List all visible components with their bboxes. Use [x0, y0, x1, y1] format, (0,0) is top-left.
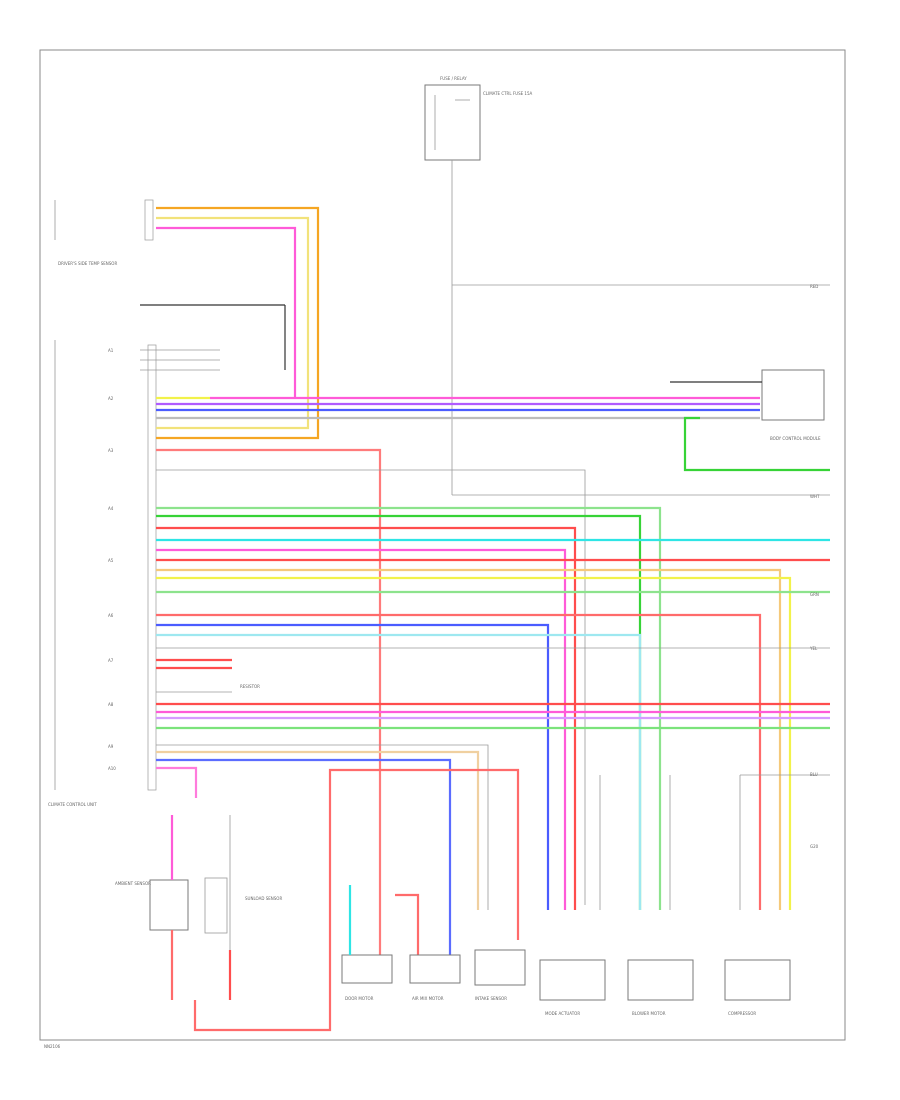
- intake-sensor-label: INTAKE SENSOR: [475, 996, 507, 1001]
- intake-sensor: INTAKE SENSOR: [474, 949, 526, 1001]
- wire-gray-21: [156, 744, 489, 910]
- wire-blue-23: [156, 758, 452, 955]
- wire-orange-7: [156, 568, 782, 910]
- mode-actuator: MODE ACTUATOR: [539, 959, 606, 1016]
- footer-code: NN2106: [44, 1044, 61, 1049]
- wire-red-10: [156, 613, 762, 910]
- wire-yellow-top: [156, 216, 310, 430]
- right-module-label: BODY CONTROL MODULE: [770, 436, 821, 441]
- wire-orange-top: [156, 206, 320, 440]
- ground-label: G20: [810, 844, 819, 849]
- door-motor: DOOR MOTOR: [341, 885, 393, 1001]
- pin-label-8: A8: [108, 702, 114, 707]
- ambient-sensor-label: AMBIENT SENSOR: [115, 881, 151, 886]
- diagram-frame: [39, 49, 846, 1041]
- wire-red-vertical: [156, 448, 382, 955]
- mini-switch: [140, 304, 286, 371]
- wire-red-3: [156, 526, 577, 910]
- wire-gray-mid: [156, 469, 586, 905]
- left-top-sensor: DRIVER'S SIDE TEMP SENSOR: [54, 199, 154, 266]
- pin-label-10: A10: [108, 766, 116, 771]
- wire-pink-5: [156, 548, 567, 910]
- ambient-sensor: AMBIENT SENSOR: [115, 815, 189, 1000]
- top-fuse-label: FUSE / RELAY: [440, 76, 467, 81]
- right-label-5: WHT: [810, 494, 820, 499]
- pin-label-1: A1: [108, 348, 114, 353]
- pin-label-7: A7: [108, 658, 114, 663]
- top-fuse-box: FUSE / RELAY CLIMATE CTRL FUSE 15A: [424, 76, 532, 161]
- mode-actuator-label: MODE ACTUATOR: [545, 1011, 580, 1016]
- compressor-label: COMPRESSOR: [728, 1011, 756, 1016]
- wire-lightgreen-1: [156, 506, 662, 910]
- wire-blue-11: [156, 623, 550, 910]
- wire-pink-24: [156, 766, 198, 798]
- wire-pink-top: [156, 226, 297, 398]
- wire-green-module: [683, 416, 830, 472]
- door-motor-label: DOOR MOTOR: [345, 996, 374, 1001]
- wire-yellow-8: [156, 576, 792, 910]
- pin-label-5: A5: [108, 558, 114, 563]
- right-label-1: GRN: [810, 592, 819, 597]
- main-unit-label: CLIMATE CONTROL UNIT: [48, 802, 97, 807]
- top-fuse-desc: CLIMATE CTRL FUSE 15A: [483, 91, 532, 96]
- pin-label-9: A9: [108, 744, 114, 749]
- pin-label-2: A2: [108, 396, 114, 401]
- air-mix-motor: AIR MIX MOTOR: [409, 954, 461, 1001]
- wire-red-loop: [193, 768, 520, 1032]
- pin-label-4: A4: [108, 506, 114, 511]
- sunload-sensor: SUNLOAD SENSOR: [204, 815, 282, 1000]
- main-unit: CLIMATE CONTROL UNIT: [48, 340, 157, 807]
- air-mix-motor-label: AIR MIX MOTOR: [412, 996, 444, 1001]
- sunload-sensor-label: SUNLOAD SENSOR: [245, 896, 282, 901]
- wire-red-loop2: [395, 893, 420, 955]
- wire-orange-22: [156, 750, 480, 910]
- right-label-2: YEL: [809, 646, 818, 651]
- blower-motor: BLOWER MOTOR: [627, 959, 694, 1016]
- compressor: COMPRESSOR: [724, 959, 791, 1016]
- pin-label-3: A3: [108, 448, 114, 453]
- blower-motor-label: BLOWER MOTOR: [632, 1011, 666, 1016]
- body-control-module: BODY CONTROL MODULE: [670, 369, 825, 441]
- right-label-4: RED: [810, 284, 818, 289]
- resistor-label: RESISTOR: [240, 684, 260, 689]
- right-label-3: BLU: [810, 772, 818, 777]
- pin-label-6: A6: [108, 613, 114, 618]
- wire-cyan-12: [156, 633, 642, 910]
- left-top-label: DRIVER'S SIDE TEMP SENSOR: [58, 261, 117, 266]
